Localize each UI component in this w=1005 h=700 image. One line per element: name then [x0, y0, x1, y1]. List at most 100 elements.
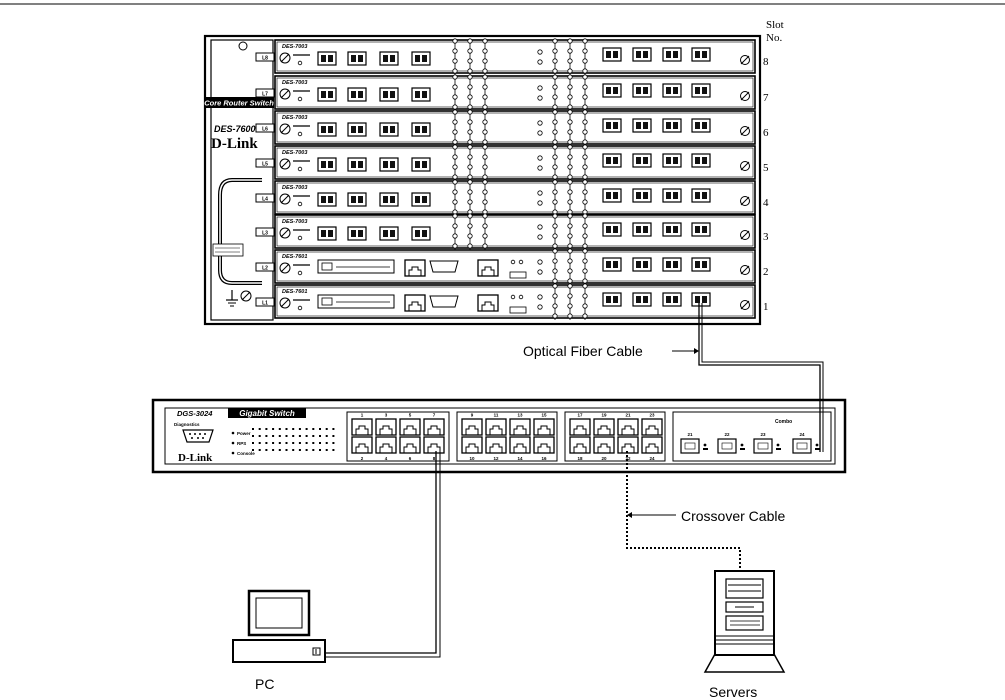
screw-icon [740, 230, 750, 240]
fiber-port [379, 51, 399, 66]
chassis-brand-logo: D-Link [211, 136, 258, 152]
rj45-port [404, 259, 426, 277]
fiber-port [632, 257, 652, 272]
chassis-sticker [212, 243, 244, 257]
slot-number: 5 [763, 162, 769, 174]
port-number: 9 [471, 413, 474, 418]
led-label-power: Power [237, 431, 251, 436]
slot-port-label: L3 [262, 231, 268, 237]
rj45-port [509, 418, 531, 436]
fiber-port [691, 153, 711, 168]
sfp-port-number: 23 [760, 432, 766, 437]
fiber-port [632, 188, 652, 203]
rj45-port [477, 259, 499, 277]
slot-number: 1 [763, 301, 769, 313]
rj45-port [533, 436, 555, 454]
chassis-category-banner [205, 97, 274, 108]
slot-number: 7 [763, 92, 769, 104]
port-number: 1 [361, 413, 364, 418]
screw-icon [279, 88, 291, 100]
fiber-port [691, 222, 711, 237]
slot-port-tab [255, 88, 275, 98]
port-number: 3 [385, 413, 388, 418]
fiber-port [602, 222, 622, 237]
screw-icon [240, 290, 252, 302]
screw-icon [279, 123, 291, 135]
slot-port-label: L8 [262, 56, 268, 62]
slot-header-line1: Slot [766, 19, 784, 31]
pc-label: PC [255, 676, 274, 692]
port-number: 5 [409, 413, 412, 418]
port-number: 10 [469, 456, 475, 461]
slot-module-name: DES-7003 [282, 219, 307, 225]
port-number: 13 [517, 413, 523, 418]
screw-icon [279, 262, 291, 274]
rj45-port [399, 418, 421, 436]
rj45-port [617, 418, 639, 436]
port-number: 17 [577, 413, 583, 418]
combo-label: Combo [775, 419, 792, 425]
crossover-cable [626, 451, 741, 572]
slot-port-label: L6 [262, 127, 268, 133]
fiber-port [411, 157, 431, 172]
fiber-port [347, 192, 367, 207]
port-number: 12 [493, 456, 499, 461]
slot-port-label: L4 [262, 197, 268, 203]
rj45-port [423, 436, 445, 454]
fiber-port [662, 47, 682, 62]
screw-icon [238, 41, 248, 51]
pcmcia-slot [317, 294, 395, 309]
fiber-port [632, 118, 652, 133]
slot-module-name: DES-7003 [282, 150, 307, 156]
slot-number: 8 [763, 56, 769, 68]
rj45-port [399, 436, 421, 454]
fiber-port [632, 292, 652, 307]
slot-port-tab [255, 52, 275, 62]
port-number: 14 [517, 456, 523, 461]
optical-fiber-cable [698, 303, 821, 452]
port-number: 19 [601, 413, 607, 418]
fiber-port [662, 222, 682, 237]
rj45-port [485, 436, 507, 454]
fiber-port [347, 51, 367, 66]
fiber-port [317, 192, 337, 207]
port-number: 24 [649, 456, 655, 461]
sfp-port-number: 21 [687, 432, 693, 437]
slot-module-name: DES-7003 [282, 44, 307, 50]
port-number: 20 [601, 456, 607, 461]
rj45-port [593, 436, 615, 454]
rj45-port [461, 418, 483, 436]
fiber-port [691, 83, 711, 98]
fiber-port [347, 157, 367, 172]
port-number: 4 [385, 456, 388, 461]
fiber-port [632, 222, 652, 237]
rj45-port [617, 436, 639, 454]
switch-category: Gigabit Switch [239, 409, 295, 418]
led-label-rps: RPS [237, 441, 246, 446]
ground-icon [226, 290, 238, 307]
slot-port-tab [255, 158, 275, 168]
rj45-port [641, 436, 663, 454]
port-number: 18 [577, 456, 583, 461]
chassis-category: Core Router Switch [204, 99, 274, 108]
port-number: 8 [433, 456, 436, 461]
screw-icon [279, 52, 291, 64]
slot-port-tab [255, 297, 275, 307]
fiber-port [379, 157, 399, 172]
console-port [429, 260, 459, 273]
slot-port-label: L5 [262, 162, 268, 168]
fiber-port [691, 188, 711, 203]
slot-module-name: DES-7601 [282, 289, 307, 295]
fiber-port [602, 47, 622, 62]
screw-icon [279, 158, 291, 170]
slot-port-label: L7 [262, 92, 268, 98]
fiber-port [411, 226, 431, 241]
sfp-port-number: 24 [799, 432, 805, 437]
screw-icon [740, 300, 750, 310]
fiber-port [379, 192, 399, 207]
port-number: 11 [494, 413, 499, 418]
fiber-port [379, 226, 399, 241]
screw-icon [740, 91, 750, 101]
